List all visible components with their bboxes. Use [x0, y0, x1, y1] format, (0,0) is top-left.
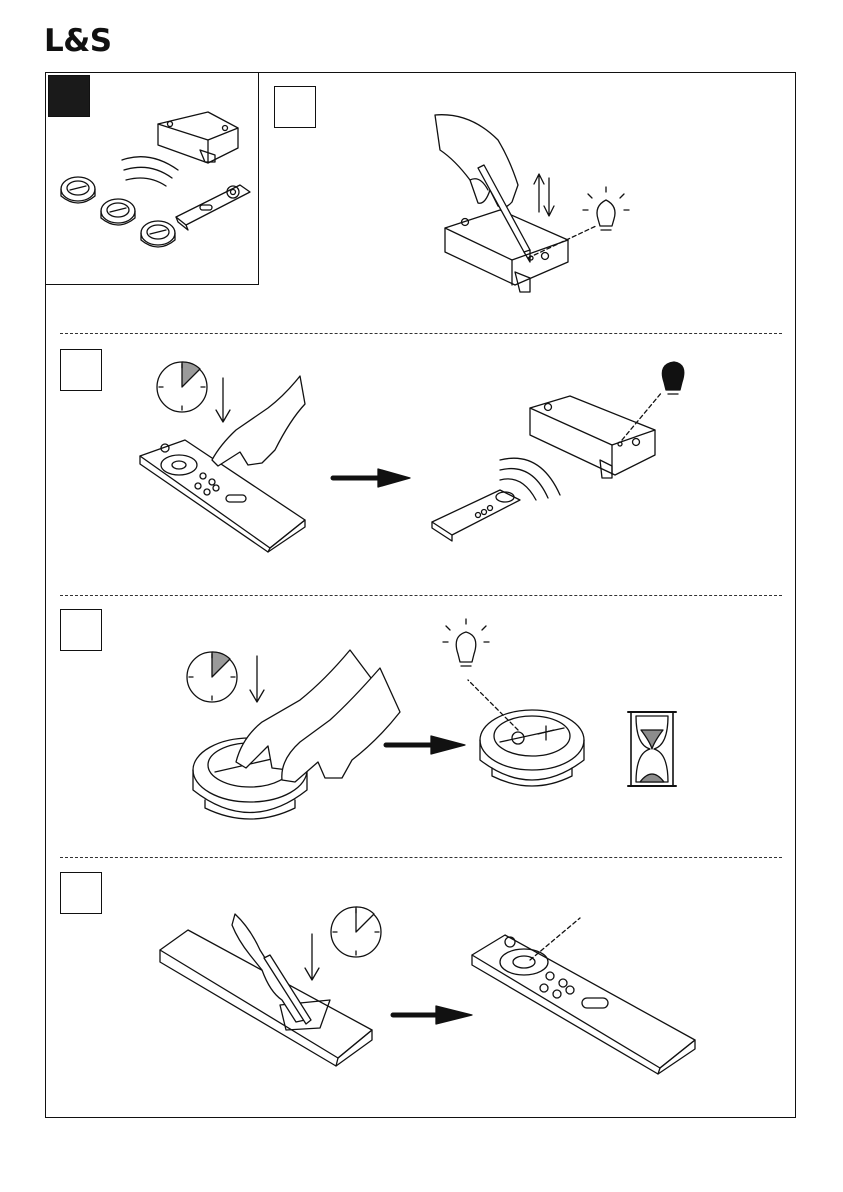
timer-icon: [187, 652, 237, 702]
lightbulb-icon: [443, 619, 489, 666]
remote-control-icon: [432, 490, 520, 541]
touch-dimmer-icon: [61, 177, 95, 203]
lightbulb-icon: [662, 362, 683, 394]
timer-icon: [331, 907, 381, 957]
down-arrow-icon: [305, 934, 319, 980]
hand-icon: [212, 376, 305, 466]
controller-box-icon: [445, 210, 568, 292]
radio-waves-icon: [500, 458, 560, 500]
radio-waves-icon: [122, 157, 178, 186]
up-down-arrows-icon: [534, 174, 554, 216]
down-arrow-icon: [250, 656, 264, 702]
touch-dimmer-icon: [480, 710, 584, 786]
hand-icon: [435, 115, 518, 208]
arrow-right-icon: [386, 736, 465, 754]
lightbulb-icon: [583, 187, 629, 230]
arrow-right-icon: [333, 469, 410, 487]
hourglass-icon: [628, 712, 676, 786]
touch-dimmer-icon: [101, 199, 135, 225]
touch-dimmer-icon: [141, 221, 175, 247]
controller-box-icon: [530, 396, 655, 478]
connection-line: [530, 918, 580, 960]
controller-box-icon: [158, 112, 238, 163]
timer-icon: [157, 362, 207, 412]
arrow-right-icon: [393, 1006, 472, 1024]
remote-control-icon: [176, 185, 250, 230]
remote-control-icon: [472, 935, 695, 1074]
down-arrow-icon: [216, 378, 230, 422]
